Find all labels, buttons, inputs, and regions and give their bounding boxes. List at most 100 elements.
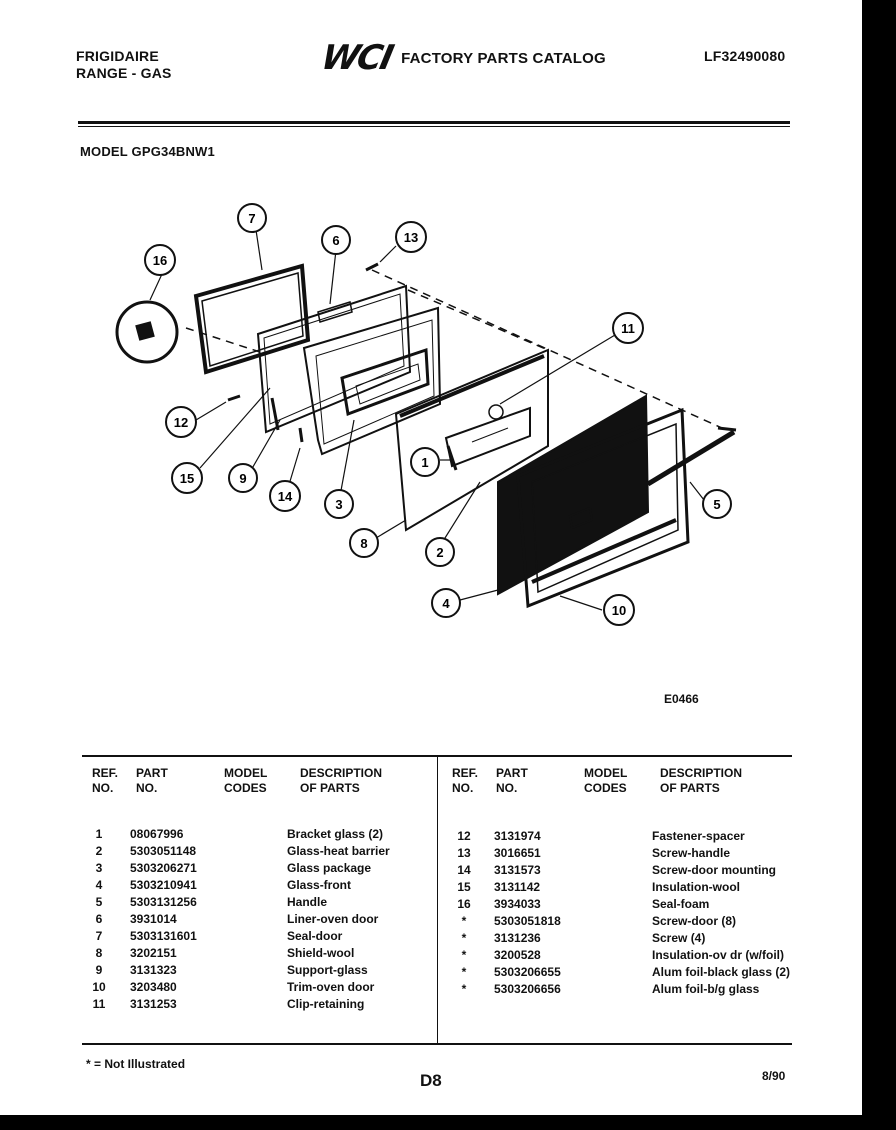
liner-oven-door-part (256, 284, 412, 434)
ref-no-cell: * (461, 965, 467, 979)
description-cell: Screw-door mounting (652, 863, 776, 877)
brand-block: FRIGIDAIRE RANGE - GAS (76, 48, 172, 82)
exploded-door-diagram: 7 6 13 16 11 12 1 15 9 14 3 5 8 2 4 10 (115, 203, 737, 626)
part-no-cell: 3202151 (130, 946, 177, 960)
svg-text:13: 13 (404, 230, 418, 245)
ref-no-cell: 3 (95, 861, 103, 875)
part-no-cell: 3934033 (494, 897, 541, 911)
page-code: D8 (420, 1071, 442, 1090)
part-no-cell: 5303206655 (494, 965, 561, 979)
svg-text:6: 6 (332, 233, 339, 248)
svg-text:9: 9 (239, 471, 246, 486)
part-no-cell: 5303206656 (494, 982, 561, 996)
part-no-cell: 3131253 (130, 997, 177, 1011)
figure-id: E0466 (664, 692, 699, 706)
description-cell: Insulation-ov dr (w/foil) (652, 948, 784, 962)
svg-text:10: 10 (612, 603, 626, 618)
callout-16: 16 (144, 244, 176, 276)
description-cell: Glass-heat barrier (287, 844, 390, 858)
callout-12: 12 (165, 406, 197, 438)
part-no-cell: 3200528 (494, 948, 541, 962)
callout-leaders (149, 229, 705, 611)
handle-part (646, 426, 737, 487)
part-no-cell: 3931014 (130, 912, 177, 926)
ref-no-cell: * (461, 982, 467, 996)
callout-labels: 7 6 13 16 11 12 1 15 9 14 3 5 8 2 4 10 (144, 203, 732, 626)
glass-package-part (302, 306, 442, 456)
wci-logo: WCI (317, 38, 396, 78)
part-no-cell: 3203480 (130, 980, 177, 994)
door-inner-panel-part (394, 348, 549, 532)
ref-no-cell: * (461, 914, 467, 928)
ref-no-cell: 2 (95, 844, 103, 858)
svg-text:4: 4 (442, 596, 450, 611)
callout-3: 3 (324, 489, 354, 519)
callout-14: 14 (269, 480, 301, 512)
callout-13: 13 (395, 221, 427, 253)
svg-text:15: 15 (180, 471, 194, 486)
print-date: 8/90 (762, 1069, 786, 1083)
ref-no-cell: * (461, 948, 467, 962)
catalog-number: LF32490080 (704, 48, 786, 64)
assembly-lines (185, 269, 723, 429)
description-cell: Shield-wool (287, 946, 355, 960)
part-no-cell: 3131323 (130, 963, 177, 977)
callout-11: 11 (612, 312, 644, 344)
description-cell: Liner-oven door (287, 912, 379, 926)
part-no-cell: 5303051148 (130, 844, 197, 858)
part-no-cell: 5303210941 (130, 878, 197, 892)
ref-no-cell: 9 (95, 963, 103, 977)
description-cell: Insulation-wool (652, 880, 740, 894)
description-cell: Alum foil-b/g glass (652, 982, 760, 996)
description-cell: Screw-handle (652, 846, 731, 860)
trim-oven-door-part (516, 407, 690, 609)
parts-catalog-page: FRIGIDAIRE RANGE - GAS WCI FACTORY PARTS… (0, 0, 862, 1115)
ref-no-cell: * (461, 931, 467, 945)
svg-text:3: 3 (335, 497, 342, 512)
svg-text:16: 16 (153, 253, 167, 268)
part-no-cell: 08067996 (130, 827, 184, 841)
callout-9: 9 (228, 463, 258, 493)
description-cell: Fastener-spacer (652, 829, 745, 843)
callout-10: 10 (603, 594, 635, 626)
callout-1: 1 (410, 447, 440, 477)
callout-8: 8 (349, 528, 379, 558)
description-cell: Seal-foam (652, 897, 710, 911)
footnote: * = Not Illustrated (86, 1057, 186, 1071)
ref-no-cell: 1 (95, 827, 103, 841)
ref-no-cell: 15 (457, 880, 471, 894)
part-no-cell: 5303131256 (130, 895, 197, 909)
svg-text:14: 14 (278, 489, 293, 504)
brand-name: FRIGIDAIRE (76, 48, 159, 64)
svg-text:7: 7 (248, 211, 255, 226)
part-no-cell: 3016651 (494, 846, 541, 860)
callout-5: 5 (702, 489, 732, 519)
part-no-cell: 5303206271 (130, 861, 197, 875)
description-cell: Support-glass (287, 963, 368, 977)
model-number: MODEL GPG34BNW1 (80, 144, 215, 159)
ref-no-cell: 14 (457, 863, 471, 877)
header-rule (78, 121, 790, 124)
description-cell: Handle (287, 895, 328, 909)
svg-text:12: 12 (174, 415, 188, 430)
col-ref-no-right: REF.NO. (452, 766, 479, 795)
col-ref-no: REF.NO. (92, 766, 119, 795)
description-cell: Trim-oven door (287, 980, 375, 994)
description-cell: Glass package (287, 861, 372, 875)
catalog-title: FACTORY PARTS CATALOG (401, 49, 606, 67)
table-bottom-rule (82, 1043, 792, 1045)
svg-text:11: 11 (621, 321, 635, 336)
description-cell: Seal-door (287, 929, 343, 943)
callout-6: 6 (321, 225, 351, 255)
part-no-cell: 5303051818 (494, 914, 561, 928)
table-top-rule (82, 755, 792, 757)
table-column-divider (437, 757, 438, 1043)
ref-no-cell: 8 (95, 946, 103, 960)
ref-no-cell: 12 (457, 829, 471, 843)
description-cell: Alum foil-black glass (2) (652, 965, 791, 979)
